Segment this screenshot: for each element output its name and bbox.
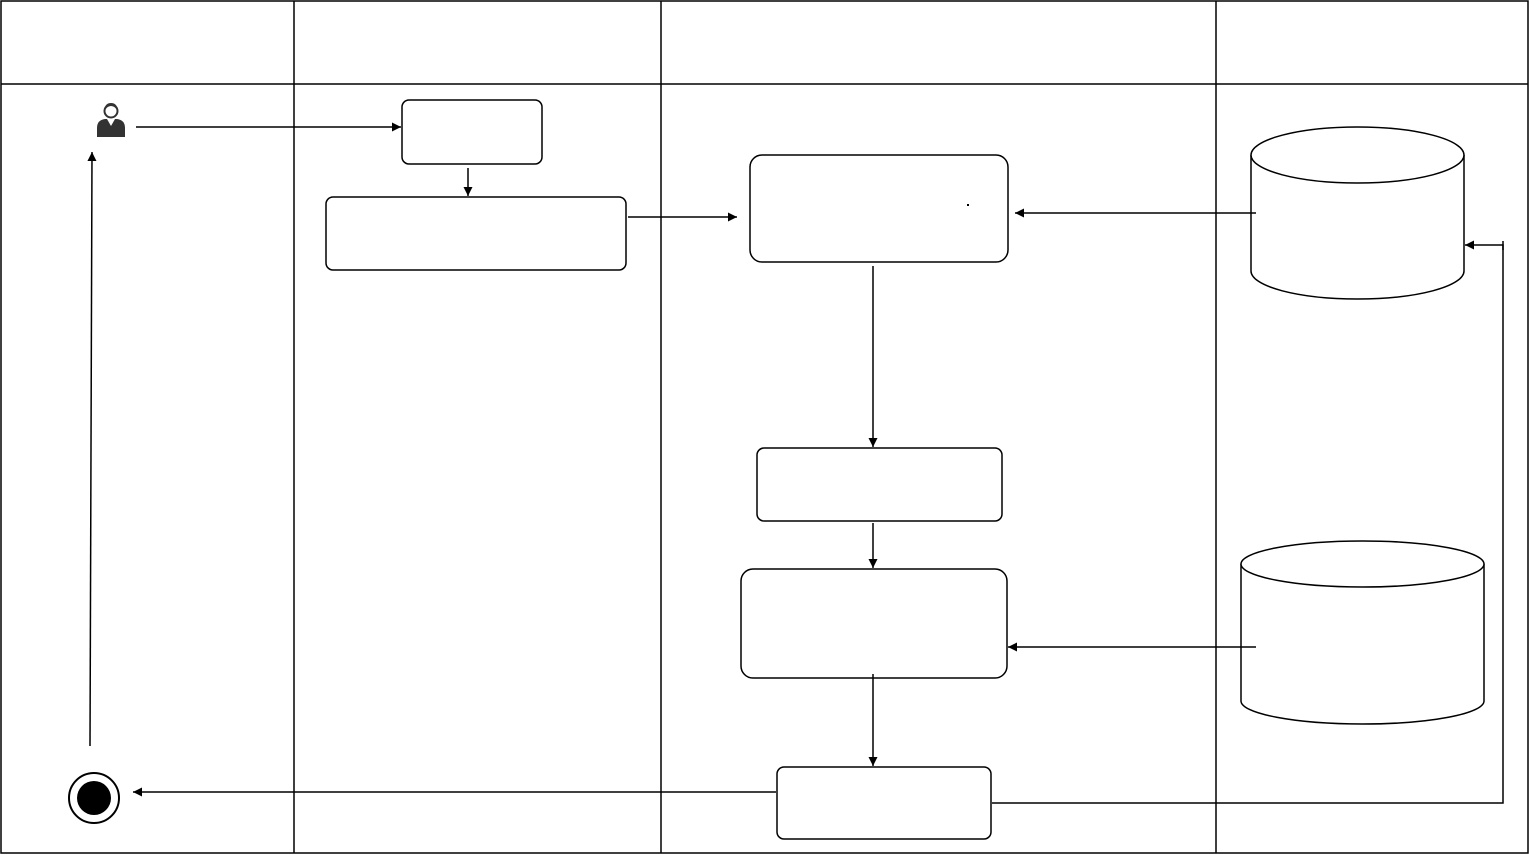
activity-box-e xyxy=(740,568,1008,679)
activity-box-b xyxy=(325,196,627,271)
database-icon-1 xyxy=(1250,126,1465,300)
activity-box-f xyxy=(776,766,992,840)
arrow-end-to-actor xyxy=(87,151,97,747)
activity-box-a xyxy=(401,99,543,165)
user-icon xyxy=(97,103,125,137)
arrow-f-to-db1 xyxy=(992,240,1504,804)
database-icon-2 xyxy=(1240,540,1485,725)
activity-box-d xyxy=(756,447,1003,522)
small-dot-mark xyxy=(967,204,969,206)
final-node xyxy=(68,772,120,824)
activity-box-c xyxy=(749,154,1009,263)
